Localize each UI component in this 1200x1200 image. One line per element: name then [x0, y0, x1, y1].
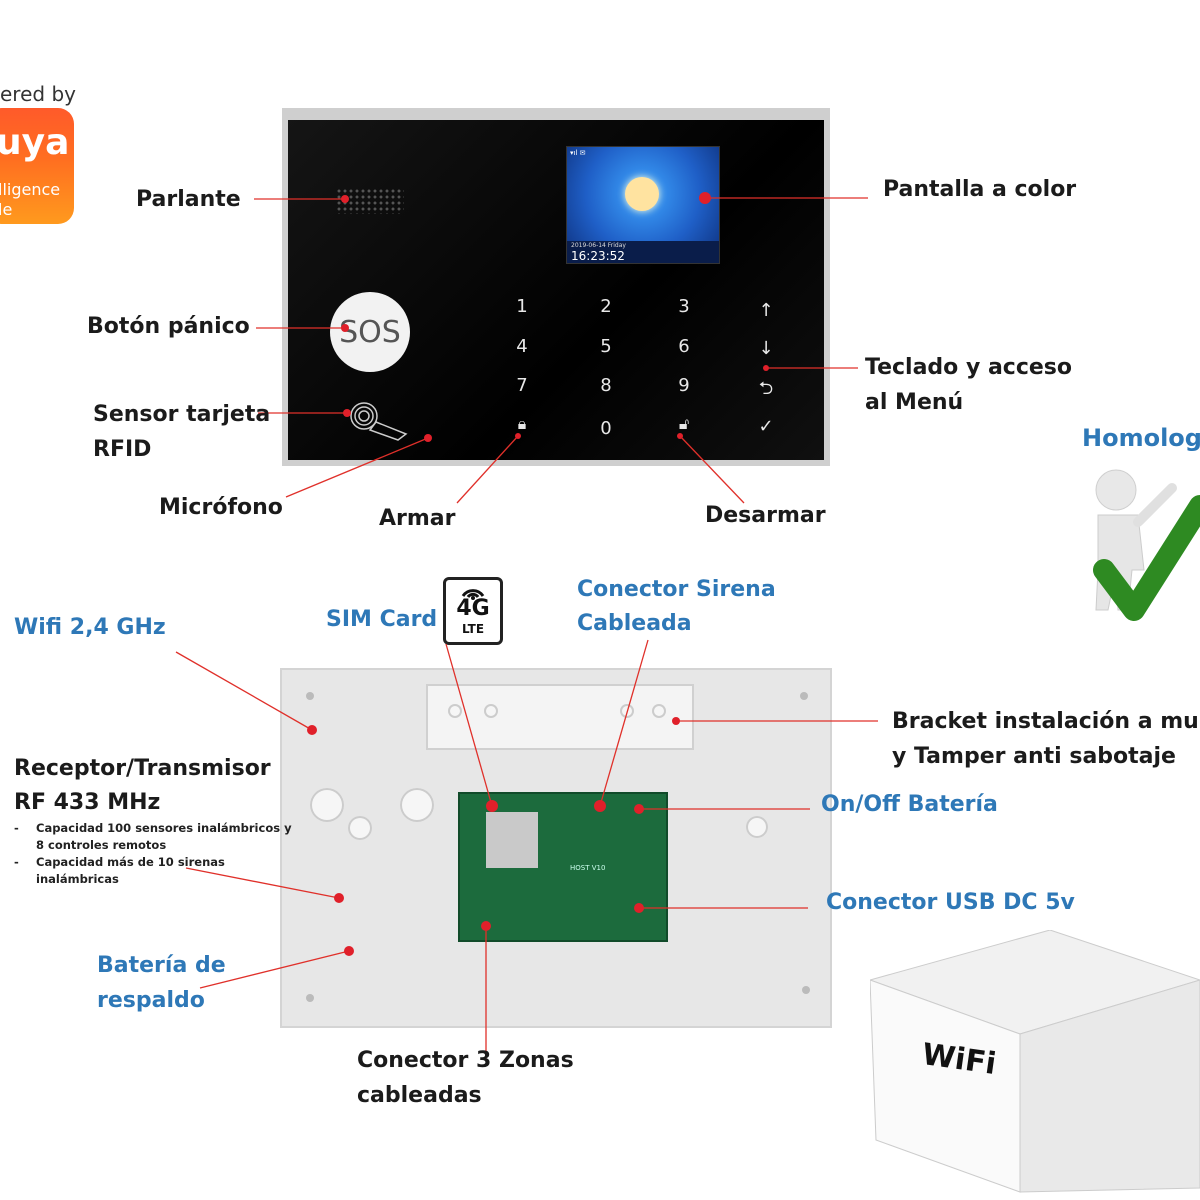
circuit-board: HOST V10 — [458, 792, 668, 942]
label-sim-card: SIM Card — [326, 607, 438, 632]
lock-bulb-icon — [625, 177, 659, 211]
label-sirena-cableada: Cableada — [577, 611, 692, 636]
disarm-unlock-icon[interactable]: 🔓︎ — [678, 414, 690, 433]
pcb-label: HOST V10 — [570, 864, 606, 872]
label-onoff-bateria: On/Off Batería — [821, 792, 998, 817]
arm-lock-icon[interactable]: 🔒︎ — [517, 414, 527, 433]
homologado-title: Homologa — [1082, 424, 1200, 452]
wall-bracket — [426, 684, 694, 750]
label-receptor: Receptor/Transmisor — [14, 756, 271, 781]
label-microfono: Micrófono — [159, 495, 283, 520]
sos-button[interactable]: SOS — [330, 292, 410, 372]
mount-hole — [400, 788, 434, 822]
label-conector-sirena: Conector Sirena — [577, 577, 776, 602]
label-rf-433: RF 433 MHz — [14, 790, 161, 815]
lte-4g-text: 4G — [456, 596, 490, 621]
key-9[interactable]: 9 — [678, 375, 690, 396]
rf-note: Capacidad 100 sensores inalámbricos y — [36, 821, 292, 835]
lte-text: LTE — [461, 622, 485, 636]
key-8[interactable]: 8 — [600, 375, 612, 396]
label-wifi: Wifi 2,4 GHz — [14, 615, 166, 640]
mount-hole — [348, 816, 372, 840]
mount-hole — [746, 816, 768, 838]
tuya-logo-word: uya — [0, 122, 70, 163]
key-3[interactable]: 3 — [678, 296, 690, 317]
key-4[interactable]: 4 — [516, 336, 528, 357]
label-bracket: Bracket instalación a muro — [892, 709, 1200, 734]
arrow-down-icon[interactable]: ↓ — [758, 338, 774, 359]
product-box: WiFi — [870, 930, 1200, 1200]
key-6[interactable]: 6 — [678, 336, 690, 357]
label-conector-usb: Conector USB DC 5v — [826, 890, 1075, 915]
approval-check-figure — [1093, 469, 1200, 621]
rfid-card-icon — [350, 402, 408, 441]
lte-4g-icon: 4G LTE — [443, 577, 503, 645]
alarm-panel-front: ▾ıl ✉ 2019-06-14 Friday 16:23:52 SOS 1 2… — [282, 108, 830, 466]
box-shape — [870, 930, 1200, 1193]
mount-hole — [310, 788, 344, 822]
screen-date: 2019-06-14 Friday — [571, 242, 626, 249]
signal-waves-icon — [461, 589, 485, 600]
label-tamper: y Tamper anti sabotaje — [892, 744, 1176, 769]
confirm-check-icon[interactable]: ✓ — [758, 416, 774, 437]
label-teclado: Teclado y acceso — [865, 355, 1073, 380]
key-7[interactable]: 7 — [516, 375, 528, 396]
key-5[interactable]: 5 — [600, 336, 612, 357]
color-screen: ▾ıl ✉ 2019-06-14 Friday 16:23:52 — [566, 146, 720, 264]
label-conector-zonas: Conector 3 Zonas — [357, 1048, 574, 1073]
screen-time: 16:23:52 — [571, 249, 625, 263]
alarm-panel-back: HOST V10 — [280, 668, 832, 1028]
tuya-logo-subtitle-1: lligence — [0, 180, 61, 199]
back-icon[interactable]: ⮌ — [758, 378, 774, 399]
rf-note: Capacidad más de 10 sirenas — [36, 855, 225, 869]
tuya-logo: uya lligence le — [0, 108, 74, 224]
sim-card-slot — [486, 812, 538, 868]
arrow-up-icon[interactable]: ↑ — [758, 300, 774, 321]
key-0[interactable]: 0 — [600, 418, 612, 439]
label-desarmar: Desarmar — [705, 503, 826, 528]
tuya-logo-subtitle-2: le — [0, 200, 13, 219]
powered-by-text: ered by — [0, 82, 76, 106]
label-pantalla: Pantalla a color — [883, 177, 1077, 202]
label-zonas-cableadas: cableadas — [357, 1083, 482, 1108]
label-menu: al Menú — [865, 390, 964, 415]
screen-clock: 2019-06-14 Friday 16:23:52 — [567, 241, 719, 263]
rf-note: inalámbricas — [36, 872, 119, 886]
label-armar: Armar — [379, 506, 456, 531]
key-1[interactable]: 1 — [516, 296, 528, 317]
label-respaldo: respaldo — [97, 988, 205, 1013]
label-sensor-tarjeta: Sensor tarjeta — [93, 402, 271, 427]
label-parlante: Parlante — [136, 187, 241, 212]
label-bateria: Batería de — [97, 953, 226, 978]
rf-note: 8 controles remotos — [36, 838, 167, 852]
label-sensor-rfid: RFID — [93, 437, 152, 462]
label-boton-panico: Botón pánico — [87, 314, 250, 339]
screen-status-bar: ▾ıl ✉ — [570, 149, 586, 157]
rf-notes: -Capacidad 100 sensores inalámbricos y 8… — [14, 821, 292, 886]
panel-face: ▾ıl ✉ 2019-06-14 Friday 16:23:52 SOS 1 2… — [288, 120, 824, 460]
key-2[interactable]: 2 — [600, 296, 612, 317]
